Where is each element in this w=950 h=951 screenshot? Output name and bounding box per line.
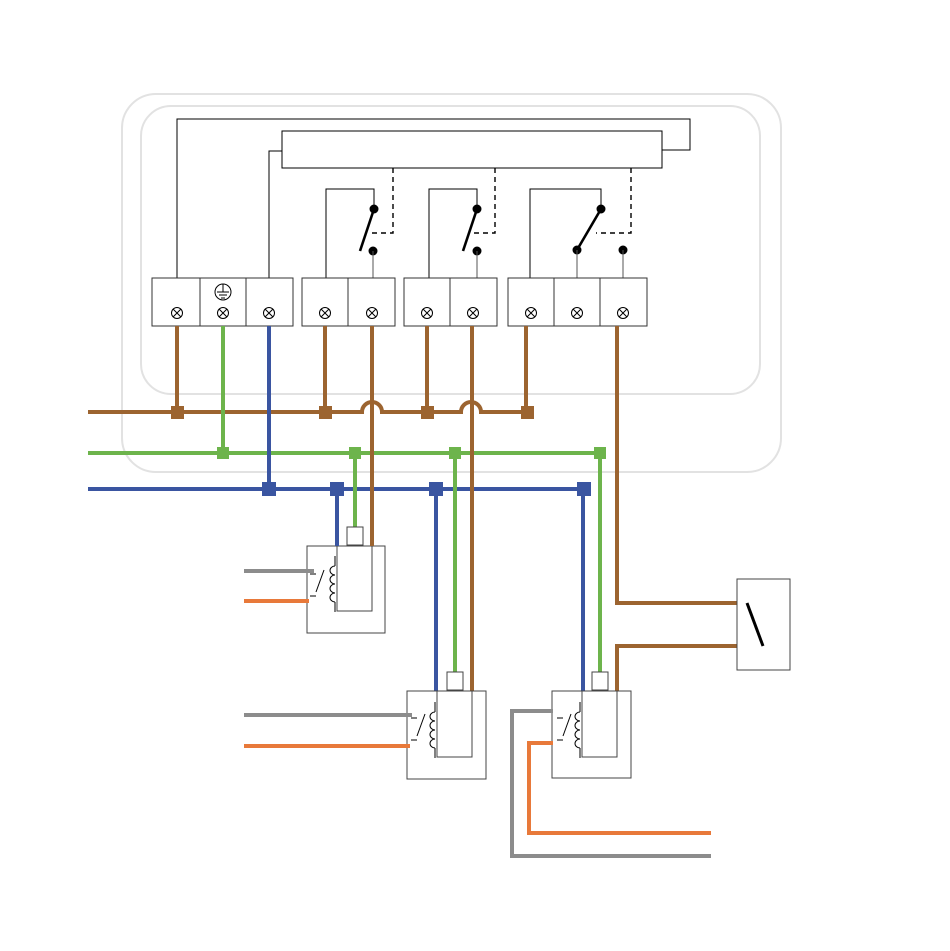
- relay-3-blade: [577, 209, 601, 250]
- terminal-screw-icon: [367, 308, 378, 319]
- terminal-screw-icon: [422, 308, 433, 319]
- relay-1-blade: [360, 209, 374, 251]
- junction-live: [421, 406, 434, 419]
- junction-live: [319, 406, 332, 419]
- junction-earth: [349, 447, 361, 459]
- junction-earth: [594, 447, 606, 459]
- junction-live: [171, 406, 184, 419]
- relay-2-pivot-dot: [473, 205, 481, 213]
- changeover-switch-icon: [573, 205, 627, 278]
- junction-neutral: [577, 482, 591, 496]
- junction-live: [521, 406, 534, 419]
- controller-bar: [177, 119, 690, 278]
- junction-neutral: [429, 482, 443, 496]
- terminal-screws: [172, 308, 785, 687]
- terminal-screw-icon: [264, 308, 275, 319]
- control-link-1: [372, 168, 393, 233]
- relay-3-pivot-dot: [597, 205, 605, 213]
- relay-switch-icon: [360, 205, 378, 278]
- terminal-screw-icon: [526, 308, 537, 319]
- terminal-screw-icon: [468, 308, 479, 319]
- two-way-switch-icon: [737, 579, 790, 670]
- wall-switch-plate: [737, 579, 790, 670]
- terminal-block-relay-2: [404, 278, 497, 326]
- junction-neutral: [262, 482, 276, 496]
- controller-bar-box: [282, 131, 662, 168]
- terminal-screw-icon: [320, 308, 331, 319]
- relay-3-switched-live-a: [617, 326, 747, 603]
- junction-earth: [449, 447, 461, 459]
- relay-coil-icon: [552, 672, 631, 778]
- terminal-block-relay-1: [302, 278, 395, 326]
- terminal-screw-icon: [572, 308, 583, 319]
- relay-1-pivot-dot: [370, 205, 378, 213]
- earth-symbol-icon: [215, 284, 231, 300]
- terminal-screw-icon: [618, 308, 629, 319]
- terminal-screw-icon: [172, 308, 183, 319]
- live-bus: [88, 402, 528, 412]
- switched-live-wires: [372, 326, 763, 691]
- terminal-screw-icon: [218, 308, 229, 319]
- junction-neutral: [330, 482, 344, 496]
- junction-earth: [217, 447, 229, 459]
- relay-switch-icon: [463, 205, 481, 278]
- relay-2-blade: [463, 209, 477, 251]
- relay-coil-icon: [407, 672, 486, 779]
- controller-feed-line-2: [269, 151, 282, 278]
- relay-3-common-line: [530, 189, 601, 278]
